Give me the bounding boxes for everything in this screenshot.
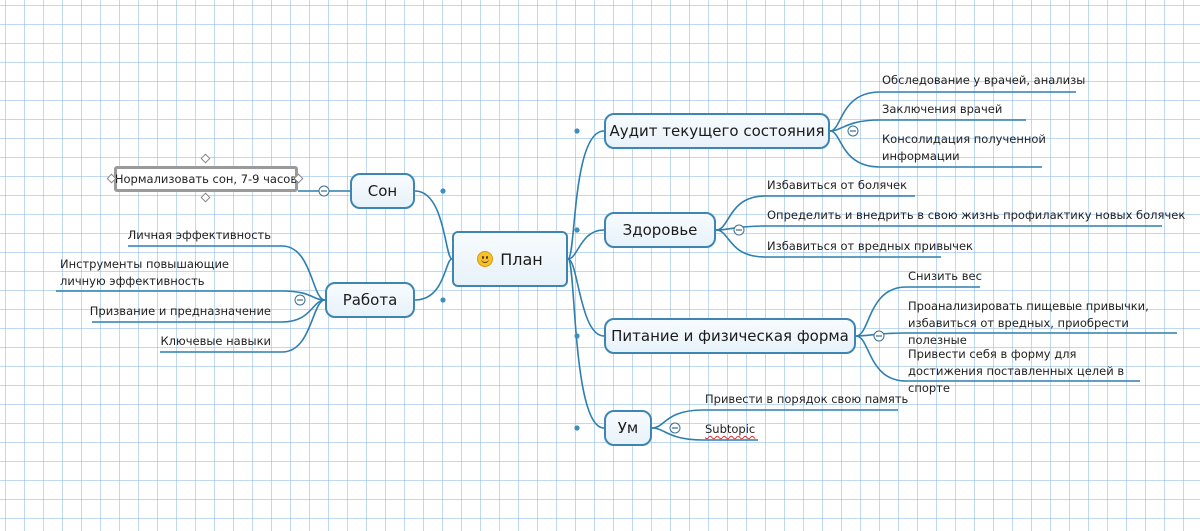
edge-central-health — [567, 229, 605, 260]
smile-icon — [477, 251, 494, 267]
subtopic-audit-1[interactable]: Обследование у врачей, анализы — [882, 73, 1086, 87]
topic-work[interactable]: Работа — [325, 282, 415, 318]
subtopic-health-1[interactable]: Избавиться от болячек — [767, 178, 908, 192]
edge-central-work — [414, 258, 453, 301]
subtopic-mind-2[interactable]: Subtopic — [705, 422, 756, 436]
subtopic-work-1[interactable]: Личная эффективность — [127, 228, 271, 242]
subtopic-nutrition-3[interactable]: Привести себя в форму для достижения пос… — [908, 347, 1125, 395]
subtopic-sleep-1-selected[interactable]: Нормализовать сон, 7-9 часов — [114, 166, 298, 192]
subtopic-audit-3[interactable]: Консолидация полученной информации — [882, 132, 1046, 163]
topic-mind[interactable]: Ум — [604, 410, 652, 446]
topic-label: Ум — [617, 419, 639, 437]
topic-label: Работа — [342, 291, 398, 309]
subtopic-label: Нормализовать сон, 7-9 часов — [114, 172, 298, 186]
topic-audit[interactable]: Аудит текущего состояния — [604, 113, 830, 149]
subtopic-audit-2[interactable]: Заключения врачей — [882, 102, 1003, 116]
topic-label: Сон — [367, 182, 398, 200]
collapse-toggle-mind[interactable] — [669, 422, 681, 434]
subtopic-nutrition-1[interactable]: Снизить вес — [908, 269, 982, 283]
central-topic-label: План — [500, 249, 543, 269]
collapse-toggle-sleep[interactable] — [318, 185, 330, 197]
collapse-toggle-health[interactable] — [733, 224, 745, 236]
central-topic[interactable]: План — [452, 231, 568, 287]
topic-sleep[interactable]: Сон — [350, 173, 415, 209]
collapse-toggle-audit[interactable] — [847, 125, 859, 137]
edge-central-sleep — [414, 190, 453, 260]
subtopic-health-2[interactable]: Определить и внедрить в свою жизнь профи… — [767, 208, 1186, 222]
subtopic-work-2[interactable]: Инструменты повышающие личную эффективно… — [60, 257, 229, 288]
subtopic-mind-1[interactable]: Привести в порядок свою память — [705, 392, 909, 406]
subtopic-work-3[interactable]: Призвание и предназначение — [89, 304, 271, 318]
edge-central-audit — [567, 130, 605, 260]
topic-health[interactable]: Здоровье — [604, 212, 716, 248]
topic-label: Аудит текущего состояния — [609, 122, 825, 140]
edge-central-mind — [567, 258, 605, 429]
collapse-toggle-nutrition[interactable] — [873, 330, 885, 342]
subtopic-health-3[interactable]: Избавиться от вредных привычек — [767, 239, 974, 253]
topic-label: Питание и физическая форма — [611, 327, 849, 345]
subtopic-nutrition-2[interactable]: Проанализировать пищевые привычки, избав… — [908, 299, 1149, 347]
edge-central-nutrition — [567, 258, 605, 337]
collapse-toggle-work[interactable] — [294, 294, 306, 306]
topic-nutrition[interactable]: Питание и физическая форма — [604, 318, 856, 354]
subtopic-work-4[interactable]: Ключевые навыки — [160, 334, 272, 348]
topic-label: Здоровье — [622, 221, 698, 239]
